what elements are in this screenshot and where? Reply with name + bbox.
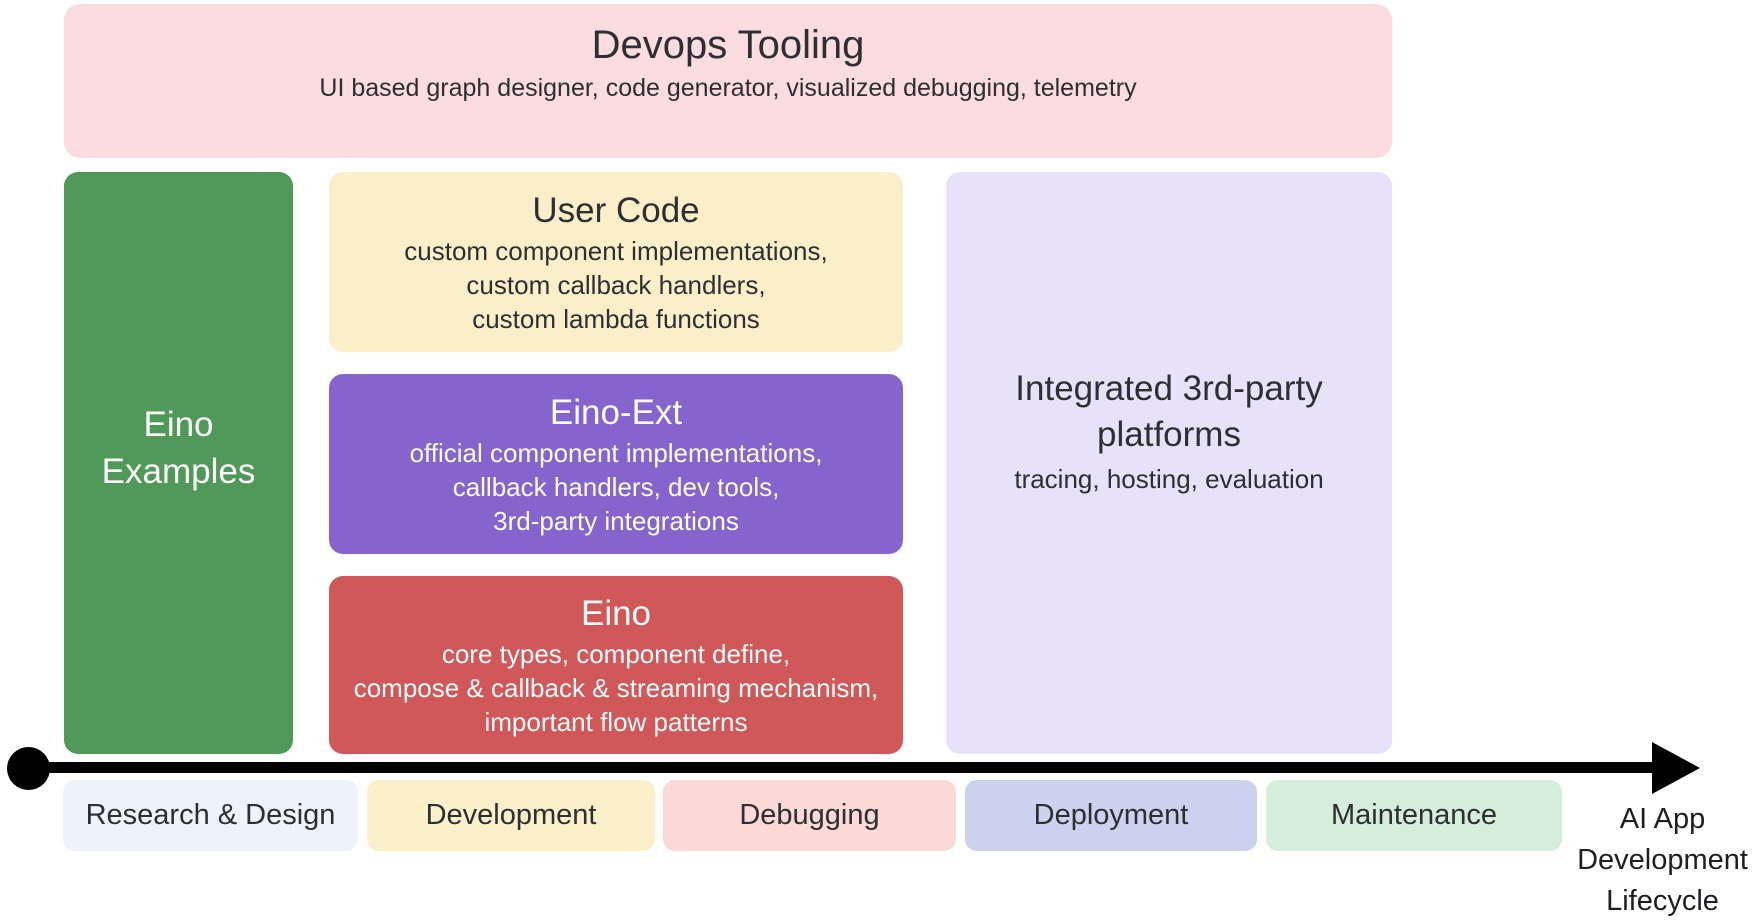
stage-development: Development bbox=[367, 780, 655, 851]
axis-line bbox=[28, 762, 1656, 773]
integrated-platforms-title-line2: platforms bbox=[1097, 415, 1241, 454]
devops-tooling-subtitle: UI based graph designer, code generator,… bbox=[319, 74, 1137, 102]
eino-examples-line1: Eino bbox=[143, 405, 214, 444]
eino-ext-title: Eino-Ext bbox=[549, 393, 683, 432]
eino-core-line: important flow patterns bbox=[484, 707, 748, 737]
user-code-line: custom component implementations, bbox=[404, 236, 828, 266]
lifecycle-caption-line3: Lifecycle bbox=[1606, 885, 1719, 917]
stage-label: Research & Design bbox=[85, 799, 336, 831]
lifecycle-caption-line1: AI App bbox=[1619, 803, 1706, 835]
stage-label: Development bbox=[425, 799, 597, 831]
devops-tooling-title: Devops Tooling bbox=[591, 23, 865, 67]
stage-label: Maintenance bbox=[1330, 799, 1498, 831]
integrated-platforms-title-line1: Integrated 3rd-party bbox=[1015, 369, 1323, 408]
lifecycle-caption-line2: Development bbox=[1577, 844, 1748, 876]
user-code-line: custom callback handlers, bbox=[466, 270, 766, 300]
user-code-line: custom lambda functions bbox=[472, 304, 760, 334]
eino-core-title: Eino bbox=[580, 594, 652, 633]
integrated-platforms-box: Integrated 3rd-party platforms tracing, … bbox=[946, 172, 1392, 754]
integrated-platforms-subtitle: tracing, hosting, evaluation bbox=[1014, 464, 1324, 494]
eino-ext-line: callback handlers, dev tools, bbox=[452, 472, 780, 502]
user-code-box: User Code custom component implementatio… bbox=[329, 172, 903, 352]
eino-ext-line: 3rd-party integrations bbox=[493, 506, 739, 536]
eino-ext-box: Eino-Ext official component implementati… bbox=[329, 374, 903, 554]
eino-core-line: core types, component define, bbox=[441, 639, 791, 669]
stage-label: Deployment bbox=[1033, 799, 1189, 831]
stage-maintenance: Maintenance bbox=[1266, 780, 1562, 851]
devops-tooling-box: Devops Tooling UI based graph designer, … bbox=[64, 4, 1392, 158]
eino-core-line: compose & callback & streaming mechanism… bbox=[353, 673, 879, 703]
stage-research-design: Research & Design bbox=[63, 780, 358, 851]
stage-debugging: Debugging bbox=[663, 780, 956, 851]
eino-examples-line2: Examples bbox=[101, 452, 256, 491]
eino-core-box: Eino core types, component define, compo… bbox=[329, 576, 903, 754]
axis-arrowhead-icon bbox=[1652, 742, 1700, 794]
eino-ext-line: official component implementations, bbox=[409, 438, 823, 468]
stage-label: Debugging bbox=[739, 799, 880, 831]
eino-examples-box: Eino Examples bbox=[64, 172, 293, 754]
lifecycle-caption: AI App Development Lifecycle bbox=[1565, 799, 1760, 920]
stage-deployment: Deployment bbox=[965, 780, 1257, 851]
user-code-title: User Code bbox=[532, 191, 700, 230]
